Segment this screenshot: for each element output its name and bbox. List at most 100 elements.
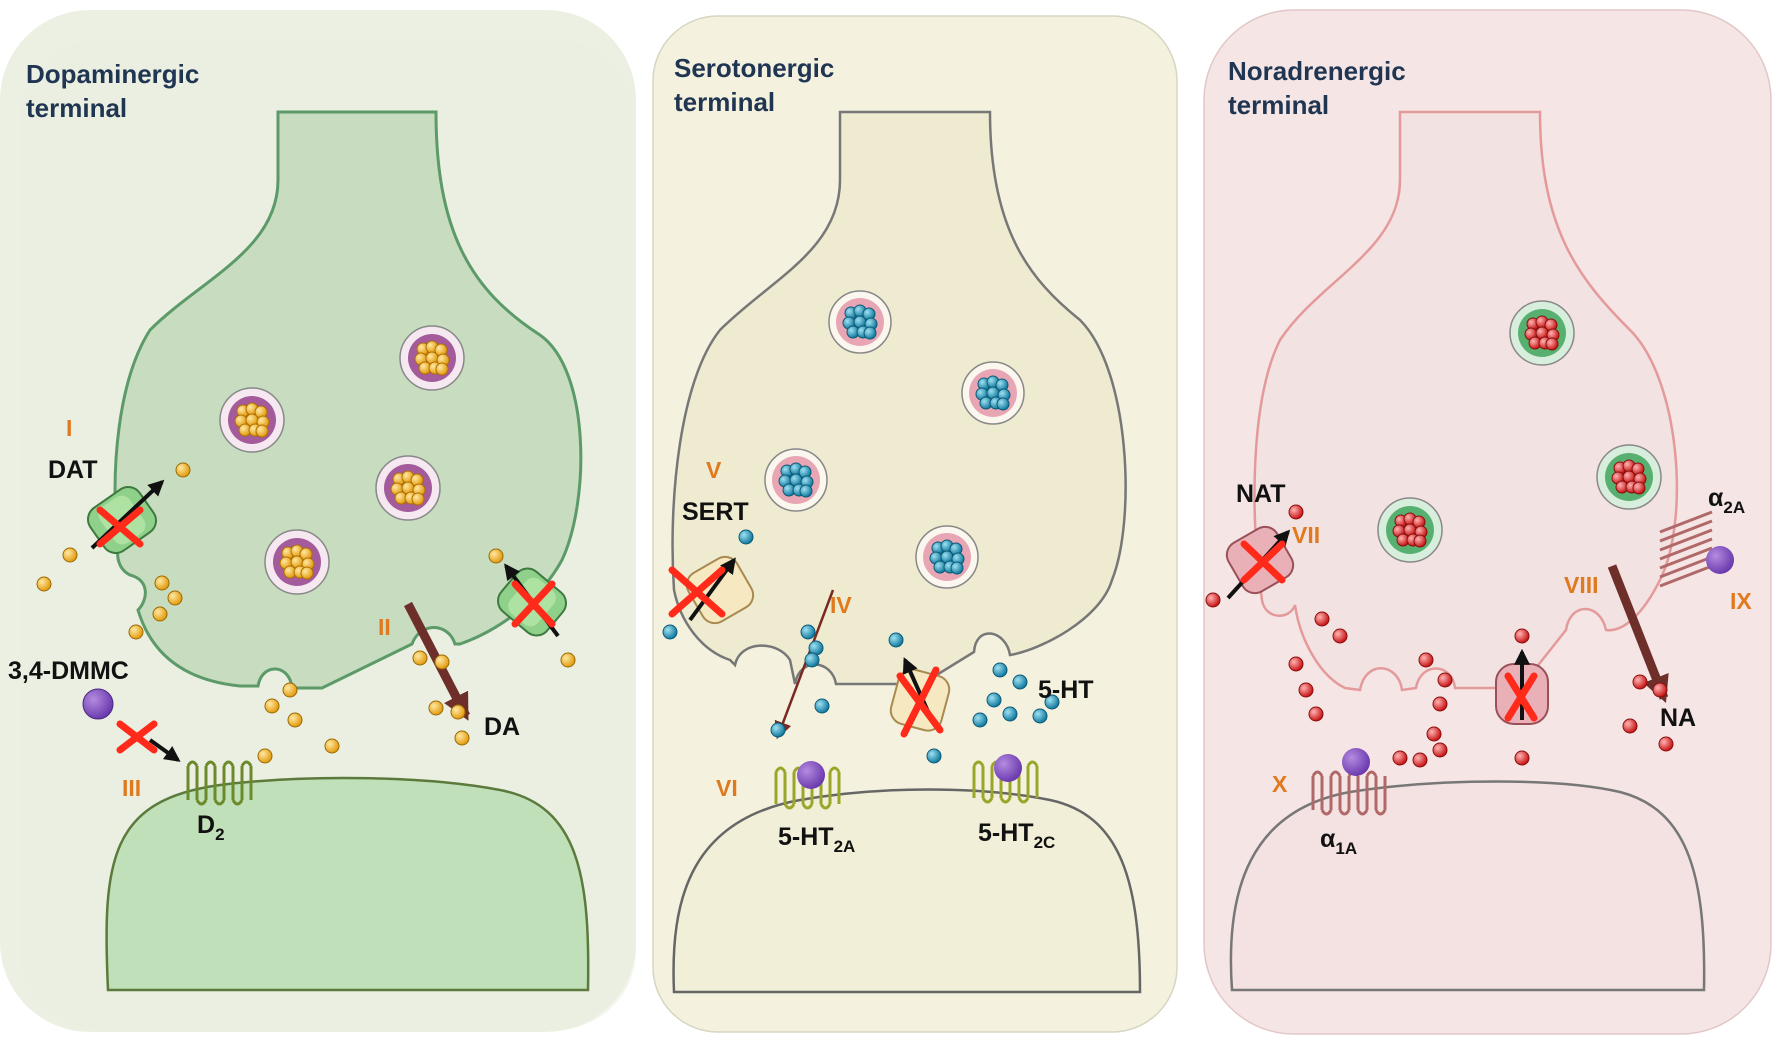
receptor-label-2c: 5-HT2C: [978, 819, 1055, 852]
noradrenaline-particle: [1658, 736, 1674, 752]
serotonin-dot: [996, 397, 1010, 411]
noradrenaline-particle: [1437, 672, 1453, 688]
dopamine-dot: [411, 492, 425, 506]
receptor-label-alpha1a: α1A: [1320, 825, 1357, 858]
dopamine-particle: [167, 590, 183, 606]
serotonin-particle: [662, 624, 678, 640]
serotonin-particle: [1002, 706, 1018, 722]
noradrenaline-particle: [1426, 726, 1442, 742]
noradrenaline-dot: [1545, 337, 1559, 351]
serotonin-particle: [814, 698, 830, 714]
dopamine-vesicle-contents: [234, 340, 450, 580]
noradrenaline-particle: [1332, 628, 1348, 644]
panel-serotonergic: Serotonergic terminal SERT 5-HT 5-HT2A 5…: [652, 15, 1178, 1033]
mechanism-label-6: VI: [716, 775, 738, 801]
panel-title-line1: Noradrenergic: [1228, 56, 1406, 86]
noradrenaline-particle: [1514, 750, 1530, 766]
dopamine-particle: [152, 606, 168, 622]
dopamine-particle: [128, 624, 144, 640]
mechanism-label-2: II: [378, 614, 391, 640]
dopamine-particle: [412, 650, 428, 666]
noradrenaline-particle: [1622, 718, 1638, 734]
serotonin-particle: [926, 748, 942, 764]
receptor-label-alpha2a: α2A: [1708, 484, 1745, 517]
dopamine-particle: [154, 575, 170, 591]
presynaptic-terminal: [1253, 110, 1679, 692]
alpha1a-receptor: [1311, 770, 1387, 816]
dopamine-particle: [450, 704, 466, 720]
dopamine-particle: [324, 738, 340, 754]
serotonin-particle: [1044, 694, 1060, 710]
noradrenaline-vesicle-contents: [1392, 315, 1647, 548]
noradrenaline-particle: [1288, 656, 1304, 672]
serotonin-dot: [950, 561, 964, 575]
block-x-mark: [96, 506, 556, 754]
serotonin-particle: [1012, 674, 1028, 690]
dopamine-particle: [434, 654, 450, 670]
noradrenaline-particle: [1418, 652, 1434, 668]
mechanism-label-7: VII: [1292, 522, 1320, 548]
presynaptic-terminal: [113, 110, 583, 690]
dopamine-particle: [287, 712, 303, 728]
serotonin-particle: [888, 632, 904, 648]
panel-title-line2: terminal: [674, 87, 775, 117]
sert-reuptake-arrow: [688, 557, 736, 622]
serotonin-particle: [800, 624, 816, 640]
noradrenaline-particles: [1205, 504, 1674, 768]
serotonin-particle: [1032, 708, 1048, 724]
dopamine-particle: [36, 576, 52, 592]
dopamine-particle: [257, 748, 273, 764]
drug-arrow: [148, 738, 181, 762]
serotonin-particle: [992, 662, 1008, 678]
dopamine-particle: [282, 682, 298, 698]
dopamine-particle: [488, 548, 504, 564]
dopamine-particle: [175, 462, 191, 478]
dopamine-dot: [255, 424, 269, 438]
transporter-label: NAT: [1236, 480, 1286, 508]
postsynaptic-cell: [1229, 780, 1706, 992]
mechanism-label-5: V: [706, 457, 722, 483]
noradrenaline-particle: [1392, 750, 1408, 766]
ligand-molecule: [1342, 748, 1370, 776]
noradrenaline-particle: [1205, 592, 1221, 608]
noradrenaline-particle: [1514, 628, 1530, 644]
noradrenaline-particle: [1288, 504, 1304, 520]
dopamine-particles: [36, 462, 576, 764]
noradrenaline-particle: [1432, 742, 1448, 758]
transporter-label: DAT: [48, 456, 98, 484]
transporter-label: SERT: [682, 498, 749, 526]
noradrenaline-particle: [1308, 706, 1324, 722]
noradrenaline-particle: [1298, 682, 1314, 698]
panel-title-line2: terminal: [1228, 90, 1329, 120]
dopamine-particle: [454, 730, 470, 746]
ligand-molecule: [797, 761, 825, 789]
panel-dopaminergic: Dopaminergic terminal DAT 3,4-DMMC DA D2…: [0, 10, 636, 1032]
panel-title-line1: Serotonergic: [674, 53, 834, 83]
sert-transporter-left: [685, 555, 755, 625]
dopamine-dot: [300, 566, 314, 580]
noradrenaline-particle: [1652, 682, 1668, 698]
serotonin-particle: [738, 529, 754, 545]
mechanism-label-10: X: [1272, 771, 1288, 797]
serotonin-particle: [986, 692, 1002, 708]
mechanism-label-8: VIII: [1564, 572, 1599, 598]
receptor-label: D2: [197, 811, 225, 844]
noradrenaline-dot: [1413, 534, 1427, 548]
panel-title-line2: terminal: [26, 93, 127, 123]
serotonin-particle: [770, 722, 786, 738]
panel-title-line1: Dopaminergic: [26, 59, 199, 89]
dopamine-particle: [62, 547, 78, 563]
postsynaptic-cell: [672, 788, 1142, 994]
neurotransmitter-label: DA: [484, 713, 520, 741]
presynaptic-terminal: [671, 110, 1127, 686]
block-x-mark: [668, 566, 944, 738]
dopamine-particle: [264, 698, 280, 714]
noradrenaline-particle: [1632, 674, 1648, 690]
dopamine-particle: [560, 652, 576, 668]
mechanism-label-4: IV: [830, 592, 852, 618]
d2-receptor: [186, 760, 253, 806]
mechanism-label-9: IX: [1730, 588, 1752, 614]
ligand-molecule: [994, 754, 1022, 782]
serotonin-dot: [799, 484, 813, 498]
block-x-mark: [1240, 540, 1538, 722]
